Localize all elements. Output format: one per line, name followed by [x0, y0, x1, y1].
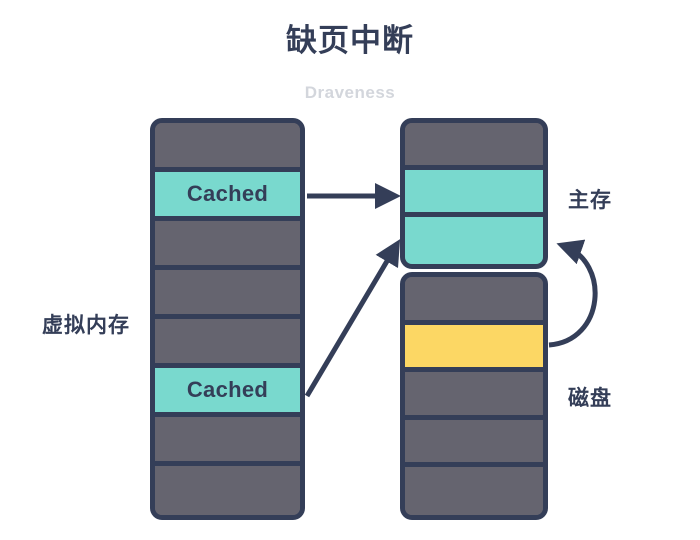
virtual-memory-cell-4 [155, 319, 300, 368]
virtual-memory-cell-5: Cached [155, 368, 300, 417]
virtual-memory-cell-3 [155, 270, 300, 319]
disk-column [400, 272, 548, 520]
virtual-memory-cell-7 [155, 466, 300, 515]
page-title: 缺页中断 [286, 23, 414, 58]
virtual-memory-cell-2 [155, 221, 300, 270]
disk-cell-4 [405, 467, 543, 515]
main-memory-cell-2 [405, 217, 543, 264]
arrow-disk-to-main-memory-curve [548, 239, 598, 348]
main-memory-cell-1 [405, 170, 543, 217]
virtual-memory-label: 虚拟内存 [42, 314, 130, 337]
virtual-memory-cell-1: Cached [155, 172, 300, 221]
disk-label: 磁盘 [568, 387, 612, 410]
disk-cell-1 [405, 324, 543, 373]
virtual-memory-cell-6 [155, 417, 300, 466]
cached-label: Cached [186, 181, 269, 206]
main-memory-column [400, 118, 548, 269]
virtual-memory-column: Cached Cached [150, 118, 305, 520]
main-memory-label: 主存 [568, 189, 612, 212]
disk-cell-2 [405, 372, 543, 420]
arrow-cached-to-main-memory-diagonal [304, 239, 401, 398]
cached-label: Cached [186, 377, 269, 402]
disk-cell-0 [405, 277, 543, 325]
disk-cell-3 [405, 419, 543, 468]
virtual-memory-cell-0 [155, 123, 300, 172]
main-memory-cell-0 [405, 123, 543, 170]
page-subtitle: Draveness [304, 83, 396, 102]
